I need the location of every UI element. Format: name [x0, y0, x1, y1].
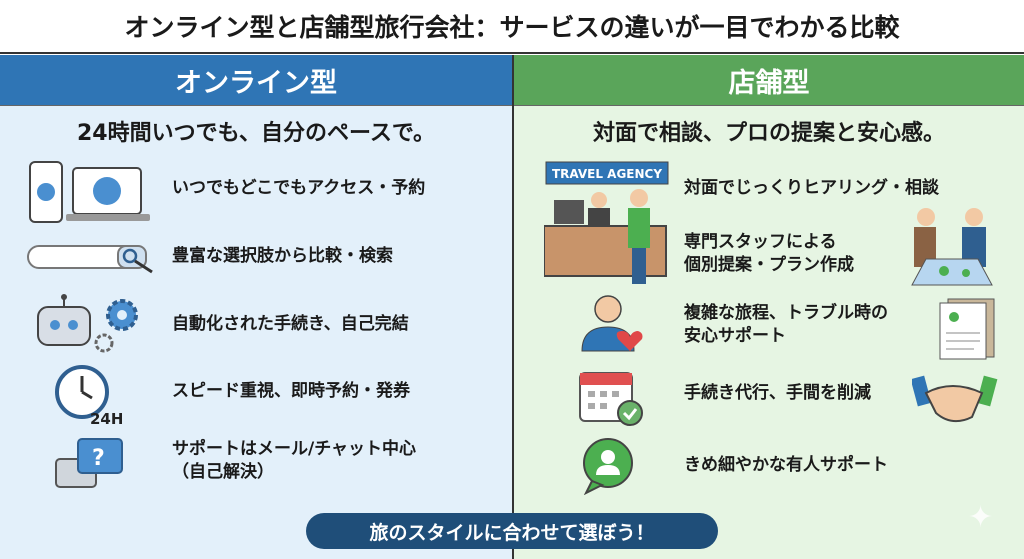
online-item-text: 豊富な選択肢から比較・検索	[172, 246, 393, 266]
store-tagline: 対面で相談、プロの提案と安心感。	[592, 121, 945, 146]
store-item-text: 複雑な旅程、トラブル時の	[684, 303, 888, 323]
footer-banner: 旅のスタイルに合わせて選ぼう！	[306, 513, 718, 549]
online-item-text: 自動化された手続き、自己完結	[172, 314, 409, 334]
online-item-text: サポートはメール/チャット中心	[172, 439, 417, 459]
online-item-text: スピード重視、即時予約・発券	[172, 381, 410, 401]
document-icon	[939, 298, 995, 360]
travel-agency-counter-icon: TRAVEL AGENCY	[544, 161, 669, 284]
devices-icon	[29, 161, 150, 223]
chat-question-icon: ?	[55, 438, 123, 488]
store-heading: 店舗型	[514, 55, 1024, 106]
store-item-text: 専門スタッフによる	[684, 232, 837, 252]
online-item-text: いつでもどこでもアクセス・予約	[172, 178, 426, 198]
person-heart-icon	[581, 295, 643, 352]
calendar-check-icon	[579, 372, 643, 426]
page-title: オンライン型と店舗型旅行会社：サービスの違いが一目でわかる比較	[0, 0, 1024, 54]
online-item-text: （自己解決）	[172, 461, 274, 482]
agency-sign: TRAVEL AGENCY	[552, 167, 662, 181]
store-item-text: 手続き代行、手間を削減	[684, 383, 871, 403]
sparkle-icon: ✦	[968, 500, 994, 535]
store-column: 店舗型 対面で相談、プロの提案と安心感。 TRAVEL AGENCY 対面でじっ…	[512, 55, 1024, 559]
robot-gear-icon	[37, 294, 138, 353]
handshake-icon	[912, 375, 998, 423]
store-item-text: 個別提案・プラン作成	[684, 254, 854, 275]
clock-24h-icon: 24H	[55, 365, 122, 428]
handshake-map-icon	[911, 208, 993, 286]
online-column: オンライン型 24時間いつでも、自分のペースで。 いつでもどこでもアクセス・予約…	[0, 55, 512, 559]
online-tagline: 24時間いつでも、自分のペースで。	[77, 121, 435, 146]
online-heading: オンライン型	[0, 55, 512, 106]
search-bar-icon	[27, 245, 153, 274]
clock-label: 24H	[90, 410, 122, 428]
store-item-text: 安心サポート	[684, 325, 786, 346]
svg-text:?: ?	[92, 446, 105, 471]
store-item-text: きめ細やかな有人サポート	[684, 455, 888, 475]
person-chat-icon	[583, 438, 633, 495]
store-item-text: 対面でじっくりヒアリング・相談	[684, 178, 939, 198]
